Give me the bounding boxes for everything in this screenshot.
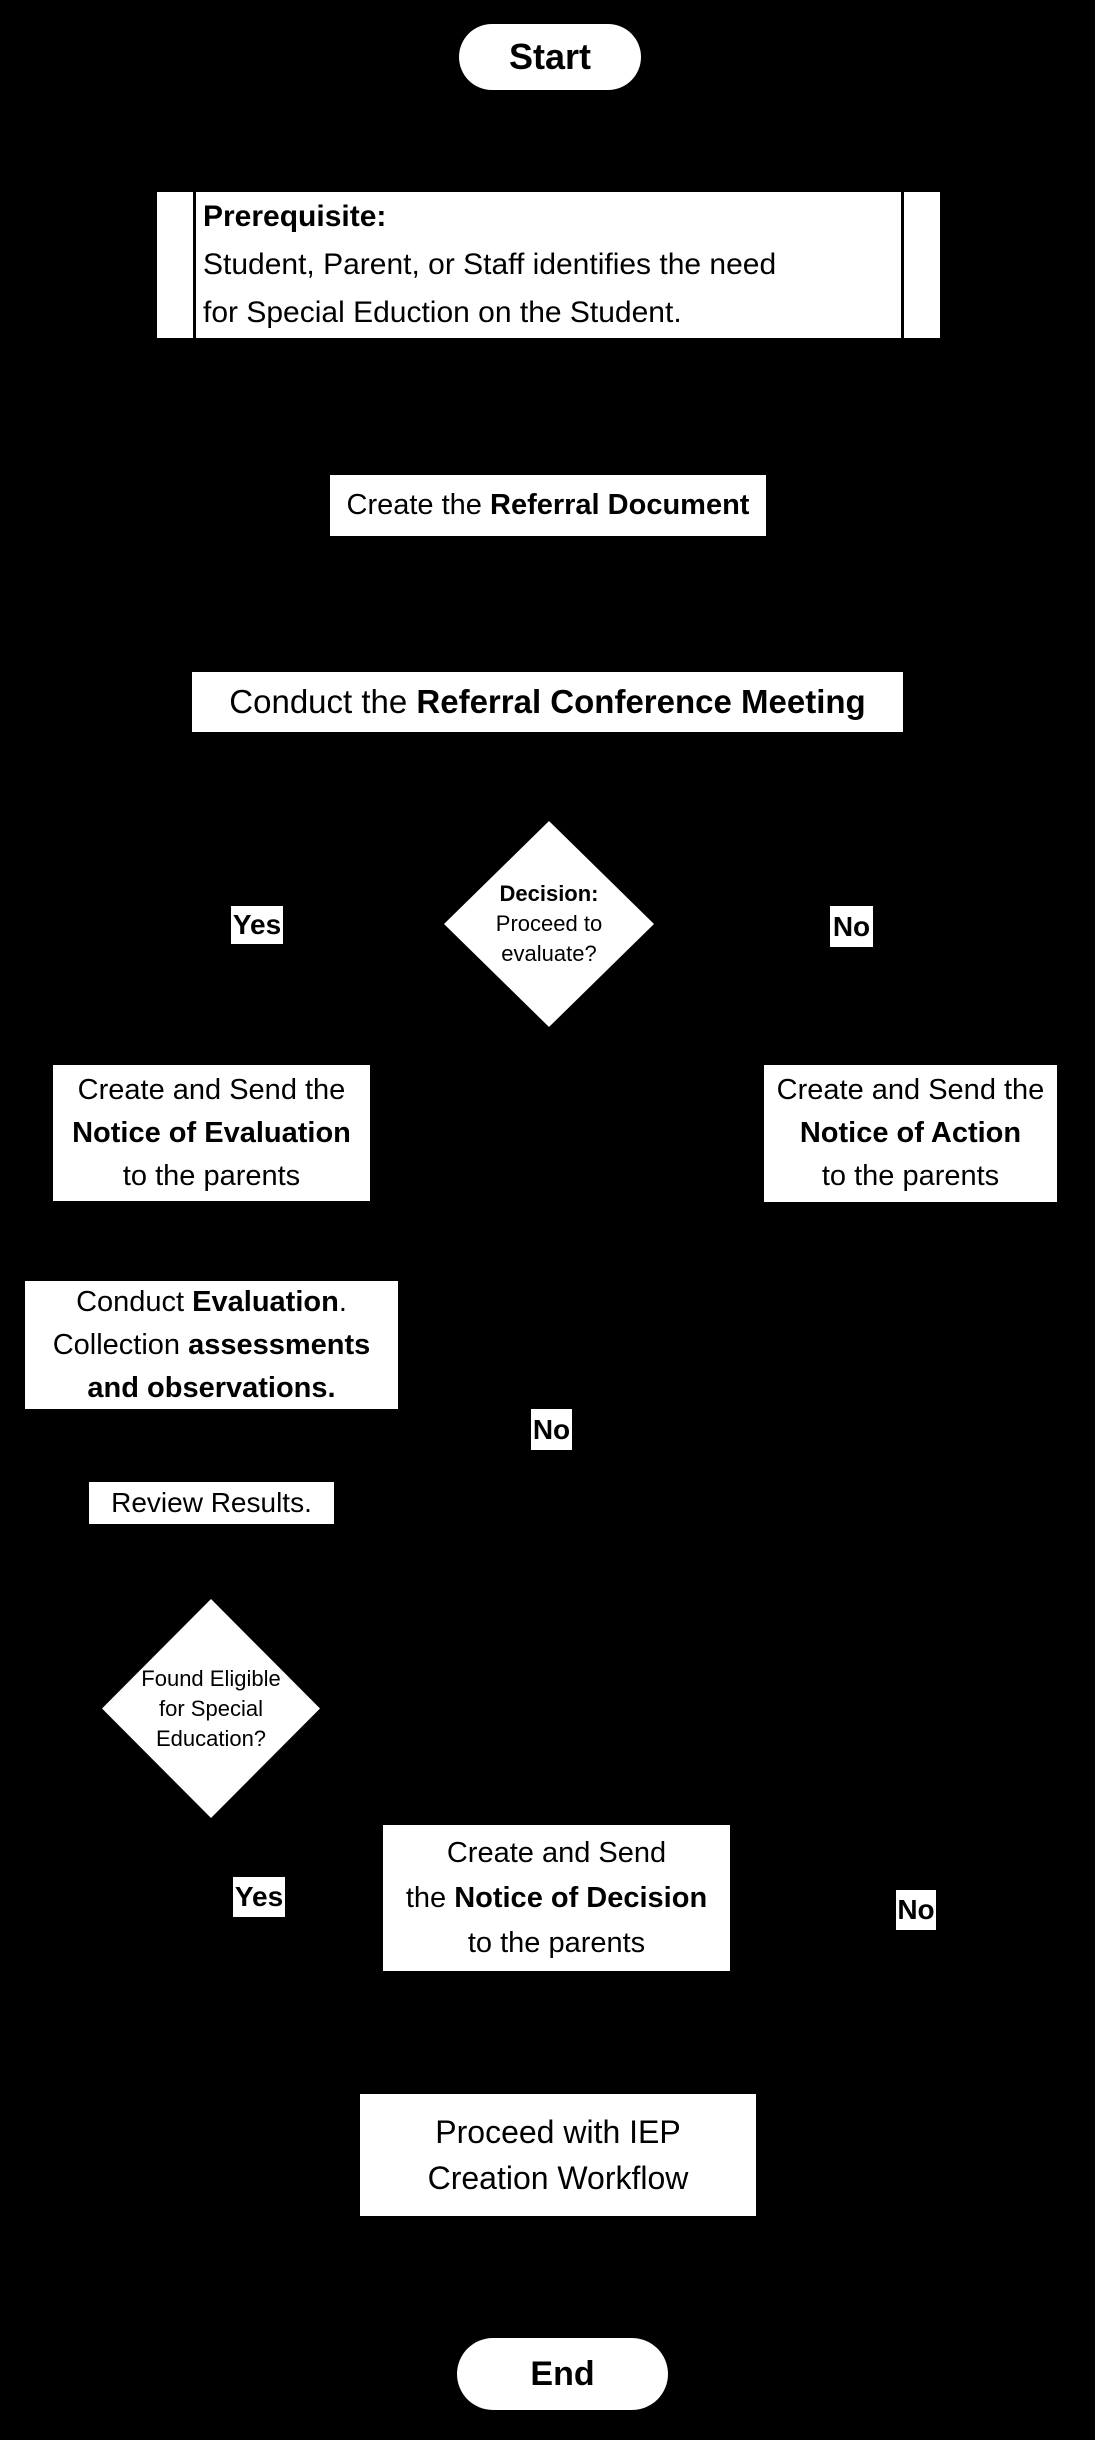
start-node: Start — [459, 24, 641, 90]
proceed-iep-line2: Creation Workflow — [427, 2160, 689, 2196]
predefined-process-left-bar — [193, 192, 196, 338]
end-node: End — [457, 2338, 668, 2410]
end-label: End — [530, 2354, 595, 2393]
create-referral-node: Create the Referral Document — [328, 473, 768, 538]
start-label: Start — [508, 36, 592, 77]
edge-label-yes-evaluate: Yes — [231, 906, 283, 944]
conduct-conference-text: Conduct the Referral Conference Meeting — [229, 683, 866, 720]
notice-action-line3: to the parents — [821, 1160, 1000, 1192]
edge-label-no-evaluate: No — [830, 906, 873, 947]
review-results-label: Review Results. — [111, 1487, 312, 1518]
decision-evaluate-node: Decision: Proceed to evaluate? — [444, 821, 654, 1027]
conduct-evaluation-line3: and observations. — [87, 1371, 336, 1404]
prerequisite-title: Prerequisite: — [203, 200, 387, 233]
proceed-iep-line1: Proceed with IEP — [435, 2114, 681, 2150]
decision-eligible-node: Found Eligible for Special Education? — [102, 1599, 320, 1818]
notice-evaluation-node: Create and Send the Notice of Evaluation… — [51, 1063, 372, 1203]
edge-label-no-middle: No — [531, 1409, 572, 1450]
notice-action-line2: Notice of Action — [799, 1117, 1022, 1149]
proceed-iep-node: Proceed with IEP Creation Workflow — [358, 2092, 758, 2218]
decision-evaluate-line2: Proceed to — [495, 911, 603, 936]
prerequisite-line2: for Special Eduction on the Student. — [203, 296, 682, 329]
create-referral-text: Create the Referral Document — [346, 489, 750, 521]
notice-evaluation-line3: to the parents — [122, 1159, 301, 1192]
notice-evaluation-line2: Notice of Evaluation — [72, 1116, 351, 1149]
decision-eligible-line1: Found Eligible — [141, 1665, 281, 1691]
notice-evaluation-line1: Create and Send the — [77, 1073, 346, 1106]
decision-evaluate-line3: evaluate? — [501, 941, 597, 966]
conduct-evaluation-node: Conduct Evaluation. Collection assessmen… — [23, 1279, 400, 1411]
review-results-node: Review Results. — [87, 1480, 336, 1526]
predefined-process-right-bar — [901, 192, 904, 338]
prerequisite-node: Prerequisite: Student, Parent, or Staff … — [155, 190, 942, 340]
conduct-conference-node: Conduct the Referral Conference Meeting — [190, 670, 905, 734]
decision-eligible-line3: Education? — [155, 1725, 267, 1751]
notice-action-line1: Create and Send the — [776, 1074, 1045, 1106]
prerequisite-text: Prerequisite: Student, Parent, or Staff … — [157, 193, 940, 337]
notice-decision-node: Create and Send the Notice of Decision t… — [381, 1823, 732, 1973]
conduct-evaluation-line1: Conduct Evaluation. — [76, 1285, 347, 1318]
edge-label-no-eligible: No — [896, 1890, 936, 1930]
decision-eligible-line2: for Special — [159, 1695, 263, 1721]
decision-evaluate-line1: Decision: — [499, 881, 599, 906]
edge-label-yes-eligible: Yes — [233, 1877, 285, 1917]
conduct-evaluation-line2: Collection assessments — [52, 1328, 371, 1361]
prerequisite-line1: Student, Parent, or Staff identifies the… — [203, 248, 777, 281]
notice-decision-line2: the Notice of Decision — [405, 1881, 708, 1914]
notice-decision-line3: to the parents — [467, 1926, 646, 1959]
notice-decision-line1: Create and Send — [446, 1836, 667, 1869]
notice-action-node: Create and Send the Notice of Action to … — [762, 1063, 1059, 1204]
